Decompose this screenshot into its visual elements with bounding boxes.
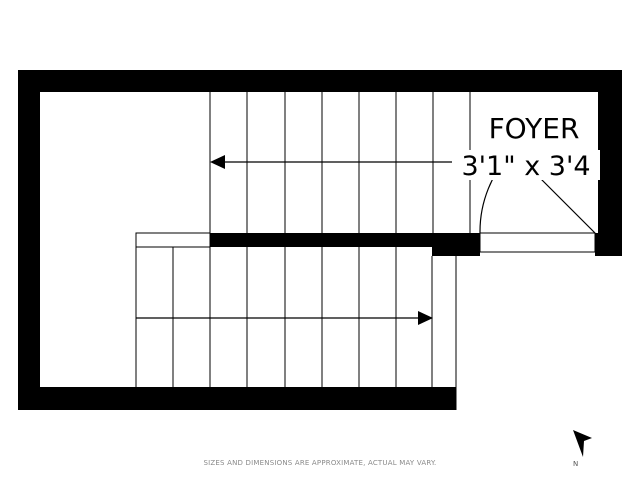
wall-left: [18, 70, 40, 410]
stair-divider-wall: [210, 233, 434, 247]
upper-stair-flight: [209, 92, 471, 233]
dimension-label-bg: [452, 150, 600, 180]
wall-foyer-bottom-left: [432, 233, 480, 256]
room-name: FOYER: [489, 112, 580, 145]
north-arrow-icon: [573, 430, 592, 457]
wall-right: [598, 70, 622, 256]
room-dimensions: 3'1" x 3'4: [461, 151, 590, 182]
lower-direction-arrowhead: [418, 311, 433, 325]
disclaimer-text: SIZES AND DIMENSIONS ARE APPROXIMATE, AC…: [204, 459, 437, 467]
upper-direction-arrowhead: [210, 155, 225, 169]
lower-stair-flight: [135, 233, 433, 387]
wall-top: [18, 70, 622, 92]
north-arrow: N: [573, 430, 592, 468]
room-label-foyer: FOYER 3'1" x 3'4: [452, 112, 600, 182]
north-label: N: [573, 460, 578, 468]
wall-bottom: [18, 387, 456, 410]
door-threshold: [479, 232, 596, 253]
stair-divider-ledge: [135, 232, 211, 248]
walls: [18, 70, 622, 410]
wall-foyer-bottom-right: [595, 233, 622, 256]
